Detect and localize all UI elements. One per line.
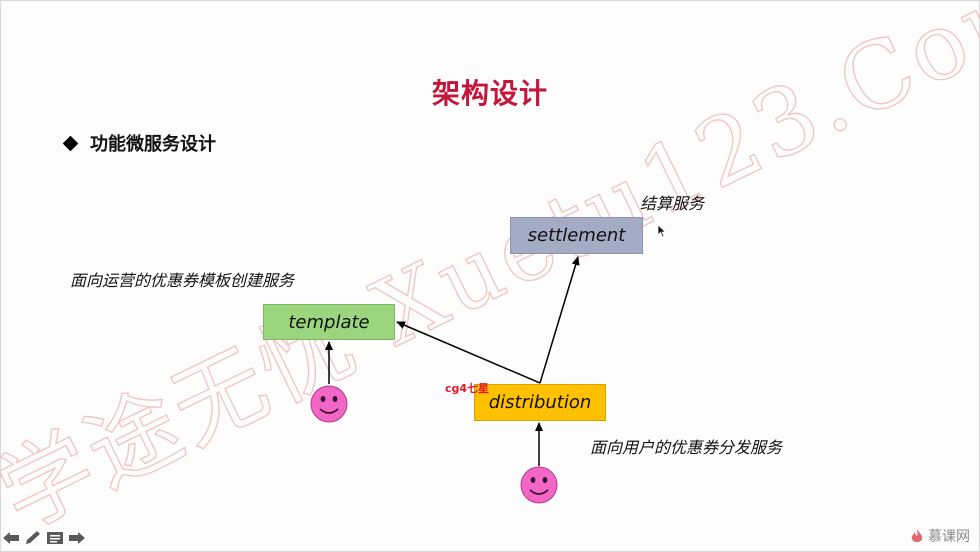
template-service-label: 面向运营的优惠券模板创建服务 <box>70 271 295 290</box>
logo-text: 慕课网 <box>928 529 970 545</box>
arrow-distribution-to-template <box>396 321 541 384</box>
settlement-service-box: settlement <box>510 217 643 254</box>
mouse-cursor-icon <box>657 224 667 238</box>
user-smiley-icon <box>520 466 558 504</box>
bullet-text: 功能微服务设计 <box>90 134 216 155</box>
brand-logo: 慕课网 <box>910 526 970 546</box>
presentation-toolbar <box>2 530 86 546</box>
page-title: 架构设计 <box>431 77 548 110</box>
arrow-right-icon[interactable] <box>68 530 86 546</box>
overlay-tag: cg4七星 <box>445 382 490 395</box>
menu-icon[interactable] <box>46 530 64 546</box>
arrow-left-icon[interactable] <box>2 530 20 546</box>
distribution-service-box: distribution <box>474 384 606 421</box>
operator-smiley-icon <box>310 385 348 423</box>
flame-logo-icon <box>911 529 923 542</box>
bullet-item: 功能微服务设计 <box>62 130 216 156</box>
pen-icon[interactable] <box>24 530 42 546</box>
distribution-service-label: 面向用户的优惠券分发服务 <box>590 438 783 457</box>
settlement-service-label: 结算服务 <box>640 194 705 213</box>
template-service-box: template <box>263 304 395 340</box>
arrow-distribution-to-settlement <box>539 256 580 384</box>
